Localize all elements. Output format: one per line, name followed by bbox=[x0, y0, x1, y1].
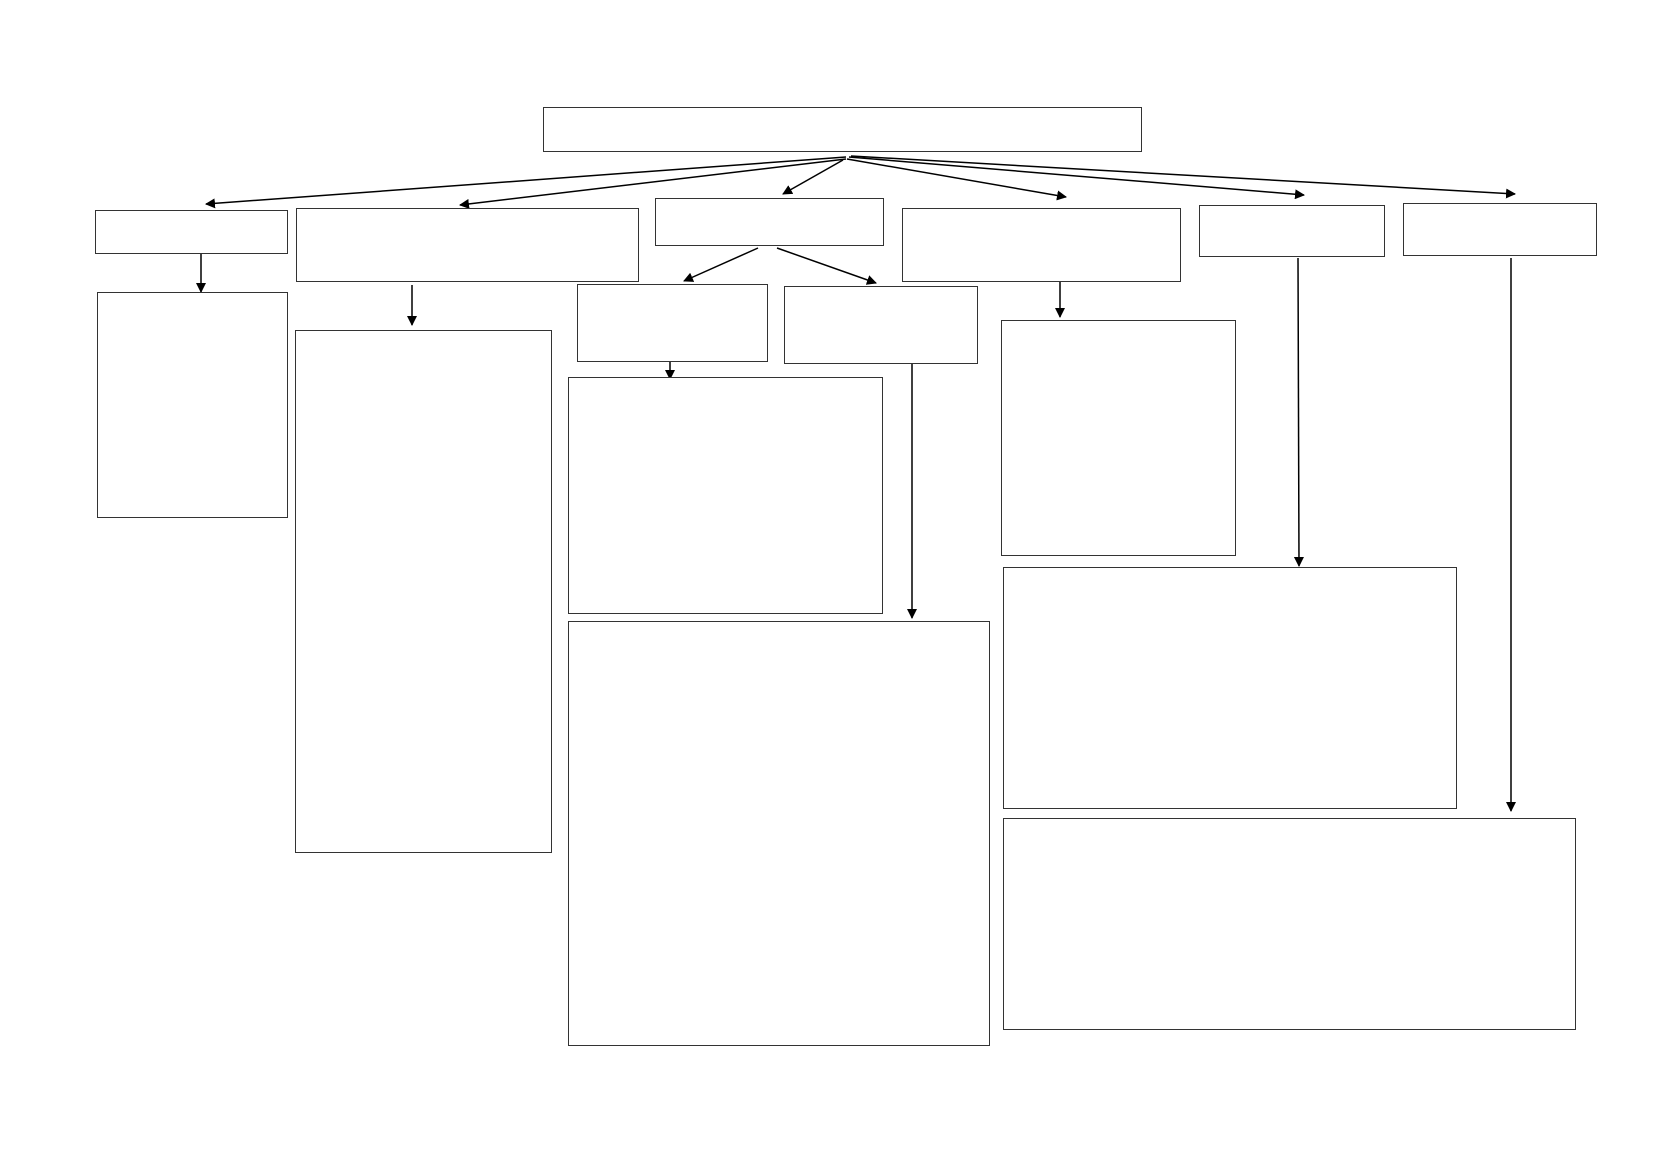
arrow-root-to-l1-e bbox=[848, 156, 1305, 200]
flowchart-box-root bbox=[543, 107, 1142, 152]
box-outline bbox=[655, 198, 884, 246]
arrow-root-to-l1-a bbox=[205, 156, 847, 209]
box-outline bbox=[97, 292, 288, 518]
box-outline bbox=[296, 208, 639, 282]
box-outline bbox=[784, 286, 978, 364]
arrow-l1-e-to-l3-e bbox=[1293, 257, 1304, 567]
box-outline bbox=[1003, 818, 1576, 1030]
box-outline bbox=[295, 330, 552, 853]
box-outline bbox=[95, 210, 288, 254]
flowchart-box-l3-f bbox=[1003, 818, 1576, 1030]
flowchart-box-l2-d bbox=[1001, 320, 1236, 556]
flowchart-box-l2-c2 bbox=[784, 286, 978, 364]
box-outline bbox=[1199, 205, 1385, 257]
arrow-root-to-l1-d bbox=[846, 158, 1067, 201]
box-outline bbox=[1003, 567, 1457, 809]
flowchart-box-l1-f bbox=[1403, 203, 1597, 256]
flowchart-box-l1-a bbox=[95, 210, 288, 254]
flowchart-box-l1-e bbox=[1199, 205, 1385, 257]
flowchart-box-l1-c bbox=[655, 198, 884, 246]
flowchart-box-l1-d bbox=[902, 208, 1181, 282]
box-outline bbox=[577, 284, 768, 362]
arrow-l1-c-to-l2-c1 bbox=[683, 247, 759, 282]
arrow-root-to-l1-c bbox=[782, 159, 844, 195]
box-outline bbox=[1001, 320, 1236, 556]
flowchart-box-l1-b bbox=[296, 208, 639, 282]
box-outline bbox=[568, 377, 883, 614]
connector-arrows bbox=[196, 155, 1516, 812]
box-outline bbox=[543, 107, 1142, 152]
arrow-l1-c-to-l2-c2 bbox=[776, 247, 877, 285]
flowchart-box-l3-c2 bbox=[568, 621, 990, 1046]
flowchart-box-l3-e bbox=[1003, 567, 1457, 809]
flowchart-box-l2-a bbox=[97, 292, 288, 518]
arrow-root-to-l1-f bbox=[850, 155, 1516, 199]
flowchart-box-l3-c1 bbox=[568, 377, 883, 614]
flowchart-box-l2-c1 bbox=[577, 284, 768, 362]
box-outline bbox=[568, 621, 990, 1046]
flowchart-boxes bbox=[95, 107, 1597, 1046]
box-outline bbox=[902, 208, 1181, 282]
arrow-root-to-l1-b bbox=[459, 158, 847, 209]
box-outline bbox=[1403, 203, 1597, 256]
flowchart-box-l2-b bbox=[295, 330, 552, 853]
